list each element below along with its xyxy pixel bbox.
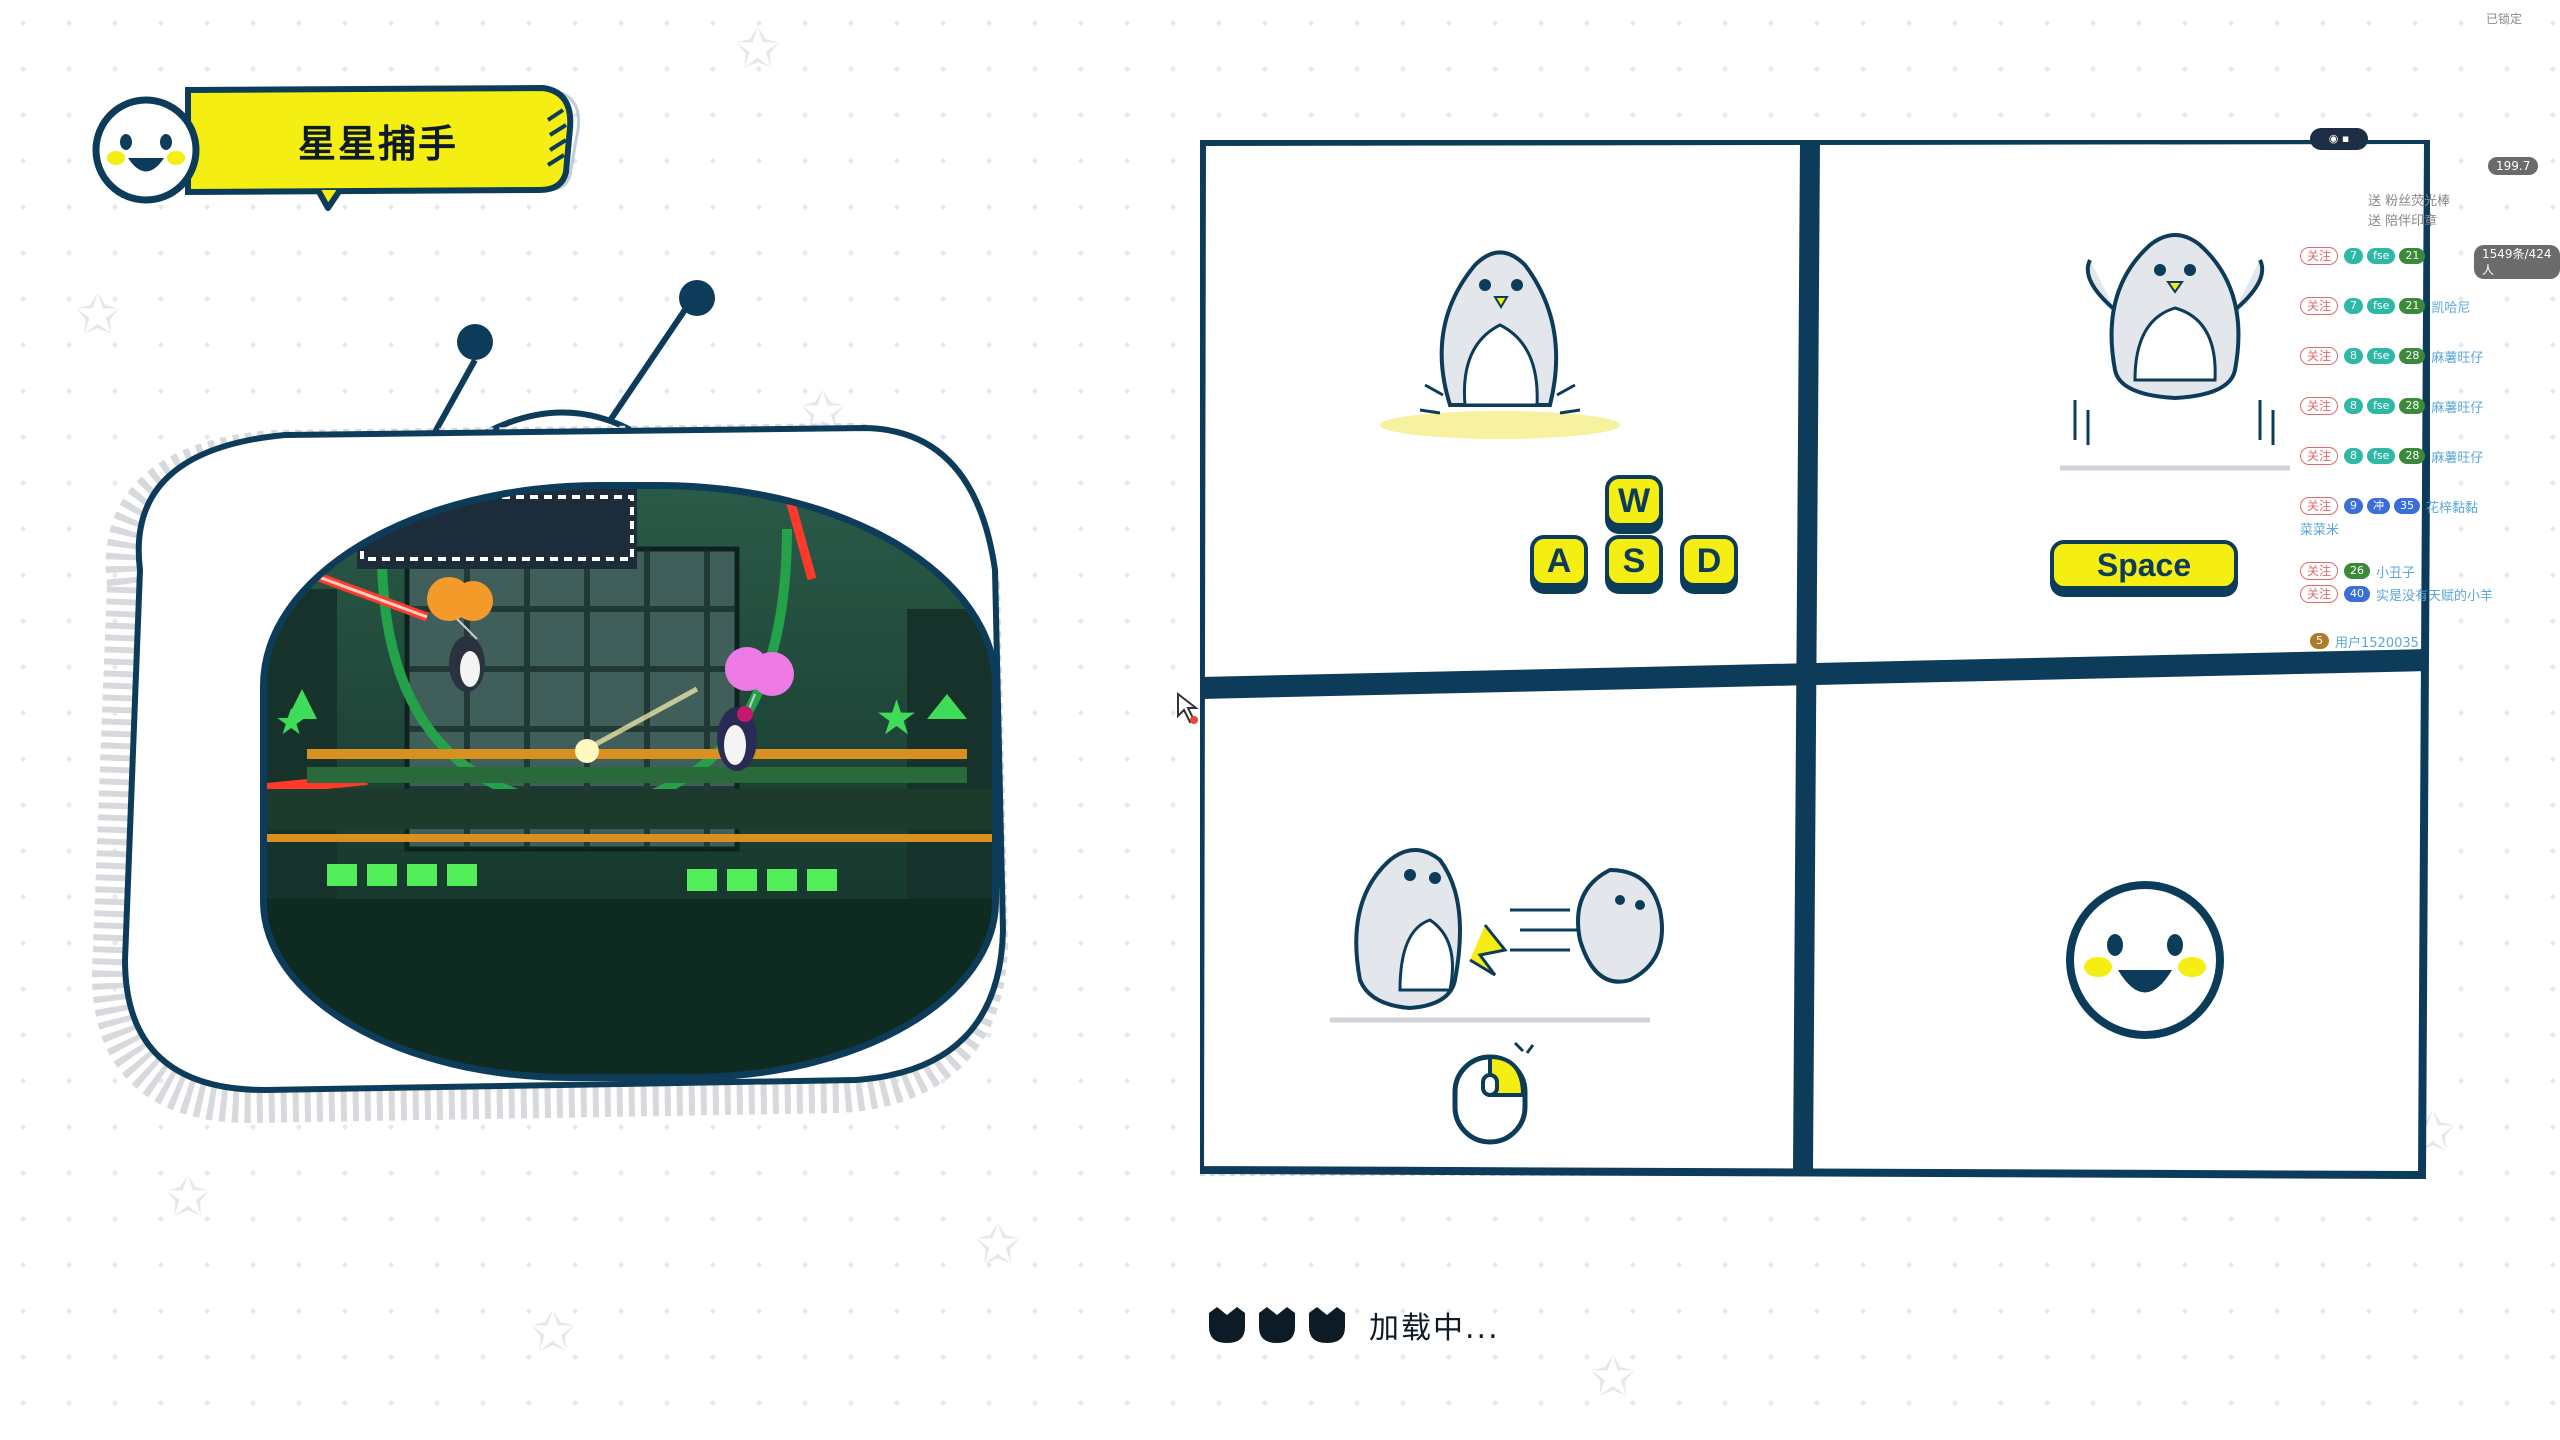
background-star-icon: ✩ xyxy=(530,1300,576,1363)
fan-count: 7 xyxy=(2344,248,2364,264)
chat-username[interactable]: 麻薯旺仔 xyxy=(2431,450,2484,466)
chat-message[interactable]: 5 用户1520035 xyxy=(2310,630,2419,652)
cursor-icon xyxy=(1177,691,1199,724)
mouse-icon xyxy=(1452,1041,1535,1145)
controls-tutorial-grid: W A S D Space xyxy=(1200,140,2430,1185)
fan-count: 7 xyxy=(2344,298,2364,314)
fan-medal: fse xyxy=(2367,248,2396,264)
follow-tag[interactable]: 关注 xyxy=(2300,347,2339,365)
follow-tag[interactable]: 关注 xyxy=(2300,447,2339,465)
fan-medal: 冲 xyxy=(2367,498,2391,514)
follow-tag[interactable]: 关注 xyxy=(2300,397,2339,415)
chat-username[interactable]: 菜菜米 xyxy=(2300,522,2340,538)
paw-icon xyxy=(1309,1307,1345,1343)
paw-icon xyxy=(1209,1307,1245,1343)
fan-medal: fse xyxy=(2367,398,2396,414)
svg-text:★: ★ xyxy=(875,690,918,746)
user-level: 5 xyxy=(2310,633,2329,649)
follow-tag[interactable]: 关注 xyxy=(2300,297,2339,315)
penguin-walk-icon xyxy=(1380,250,1620,439)
user-level: 21 xyxy=(2399,298,2426,314)
fan-count: 8 xyxy=(2344,448,2364,464)
chat-username[interactable]: 凯哈尼 xyxy=(2431,300,2471,316)
paw-icon xyxy=(1259,1307,1295,1343)
background-star-icon: ✩ xyxy=(735,17,781,80)
lock-status: 已锁定 xyxy=(2486,12,2523,26)
chat-username[interactable]: 麻薯旺仔 xyxy=(2431,400,2484,416)
fan-count: 8 xyxy=(2344,348,2364,364)
follow-tag[interactable]: 关注 xyxy=(2300,497,2339,515)
key-s: S xyxy=(1605,535,1663,587)
game-title: 星星捕手 xyxy=(297,122,458,166)
key-a: A xyxy=(1530,535,1588,587)
gift-message: 送 陪伴印章 xyxy=(2368,214,2438,229)
user-level: 35 xyxy=(2394,498,2421,514)
gameplay-preview-tv: ★ ★ xyxy=(85,270,1065,1190)
chat-username[interactable]: 小丑子 xyxy=(2376,565,2416,581)
svg-text:★: ★ xyxy=(275,702,307,743)
chat-message[interactable]: 关注 40 实是没有天赋的小羊 xyxy=(2300,583,2493,605)
streamer-avatar[interactable]: ◉ ▪ xyxy=(2310,128,2368,150)
chat-username[interactable]: 实是没有天赋的小羊 xyxy=(2376,588,2494,604)
chat-message[interactable]: 关注 26 小丑子 xyxy=(2300,560,2415,582)
user-level: 28 xyxy=(2399,448,2426,464)
smiley-mascot-icon xyxy=(2066,881,2224,1039)
penguin-jump-icon xyxy=(2060,233,2290,471)
fan-count: 8 xyxy=(2344,398,2364,414)
key-w: W xyxy=(1605,475,1663,527)
online-stats: 1549条/424人 xyxy=(2474,245,2560,279)
chat-message-wrap: 菜菜米 xyxy=(2300,517,2339,539)
follow-tag[interactable]: 关注 xyxy=(2300,585,2339,603)
background-star-icon: ✩ xyxy=(75,283,121,346)
background-star-icon: ✩ xyxy=(165,1165,211,1228)
background-star-icon: ✩ xyxy=(975,1213,1021,1276)
loading-indicator: 加载中... xyxy=(1205,1300,1500,1350)
fan-medal: fse xyxy=(2367,298,2396,314)
fan-medal: fse xyxy=(2367,448,2396,464)
background-star-icon: ✩ xyxy=(1590,1345,1636,1408)
fan-count: 9 xyxy=(2344,498,2364,514)
fan-medal: fse xyxy=(2367,348,2396,364)
loading-text: 加载中... xyxy=(1369,1311,1500,1346)
follow-tag[interactable]: 关注 xyxy=(2300,247,2339,265)
gift-message: 送 粉丝荧光棒 xyxy=(2368,194,2451,209)
chat-username[interactable]: 麻薯旺仔 xyxy=(2431,350,2484,366)
follow-tag[interactable]: 关注 xyxy=(2300,562,2339,580)
chat-username[interactable]: 花梓黏黏 xyxy=(2426,500,2479,516)
user-level: 28 xyxy=(2399,398,2426,414)
key-space: Space xyxy=(2050,540,2238,590)
user-level: 40 xyxy=(2344,586,2371,602)
viewer-count: 199.7 xyxy=(2488,157,2539,175)
user-level: 28 xyxy=(2399,348,2426,364)
game-title-banner: 星星捕手 xyxy=(88,80,588,220)
gameplay-screen: ★ ★ xyxy=(260,482,999,1081)
user-level: 21 xyxy=(2399,248,2426,264)
key-d: D xyxy=(1680,535,1738,587)
chat-username[interactable]: 用户1520035 xyxy=(2335,635,2419,651)
user-level: 26 xyxy=(2344,563,2371,579)
penguin-attack-icon xyxy=(1330,848,1664,1023)
